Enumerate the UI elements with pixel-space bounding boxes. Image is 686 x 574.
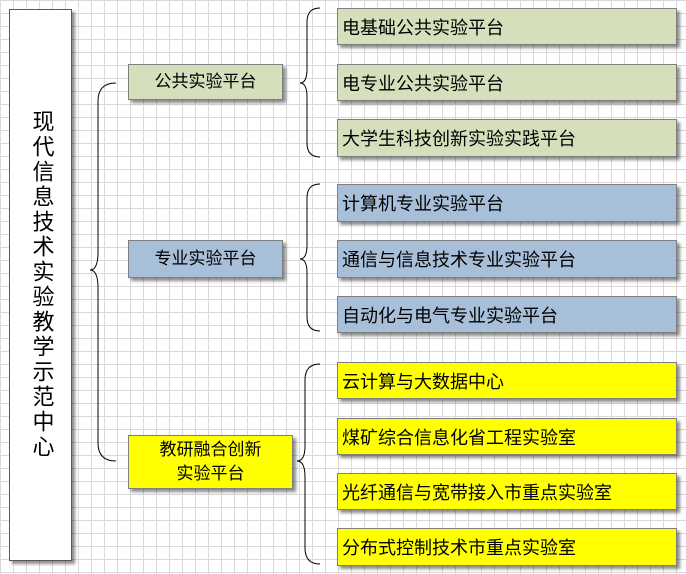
platform-item: 大学生科技创新实验实践平台 — [337, 119, 677, 157]
platform-item-label: 大学生科技创新实验实践平台 — [342, 129, 576, 150]
platform-item: 计算机专业实验平台 — [337, 184, 677, 222]
platform-item: 电专业公共实验平台 — [337, 64, 677, 101]
platform-item-label: 光纤通信与宽带接入市重点实验室 — [342, 482, 612, 504]
public-brace — [299, 7, 321, 158]
platform-item-label: 电专业公共实验平台 — [342, 73, 504, 95]
category-innovation-label-line1: 教研融合创新 — [159, 440, 262, 460]
root-label: 现代信息技术实验教学示范中心 — [28, 110, 54, 460]
category-public: 公共实验平台 — [128, 64, 283, 100]
platform-item-label: 自动化与电气专业实验平台 — [342, 305, 558, 327]
platform-item-label: 分布式控制技术市重点实验室 — [342, 538, 576, 559]
platform-item-label: 云计算与大数据中心 — [342, 371, 504, 393]
platform-item: 自动化与电气专业实验平台 — [337, 296, 677, 333]
specialized-brace — [299, 183, 321, 332]
platform-item: 光纤通信与宽带接入市重点实验室 — [337, 473, 677, 510]
category-specialized: 专业实验平台 — [128, 240, 283, 278]
category-public-label: 公共实验平台 — [154, 72, 257, 92]
platform-item: 分布式控制技术市重点实验室 — [337, 528, 677, 566]
category-innovation: 教研融合创新 实验平台 — [128, 435, 293, 489]
platform-item: 煤矿综合信息化省工程实验室 — [337, 418, 677, 455]
platform-item: 通信与信息技术专业实验平台 — [337, 240, 677, 278]
innovation-brace — [296, 363, 321, 565]
category-innovation-label-line2: 实验平台 — [176, 464, 245, 484]
platform-item-label: 煤矿综合信息化省工程实验室 — [342, 427, 576, 449]
platform-item-label: 通信与信息技术专业实验平台 — [342, 250, 576, 271]
main-brace — [89, 82, 117, 462]
root-node: 现代信息技术实验教学示范中心 — [9, 9, 72, 561]
platform-item-label: 电基础公共实验平台 — [342, 17, 504, 39]
platform-item: 电基础公共实验平台 — [337, 8, 677, 45]
category-specialized-label: 专业实验平台 — [154, 249, 257, 269]
platform-item-label: 计算机专业实验平台 — [342, 194, 504, 215]
platform-item: 云计算与大数据中心 — [337, 362, 677, 399]
